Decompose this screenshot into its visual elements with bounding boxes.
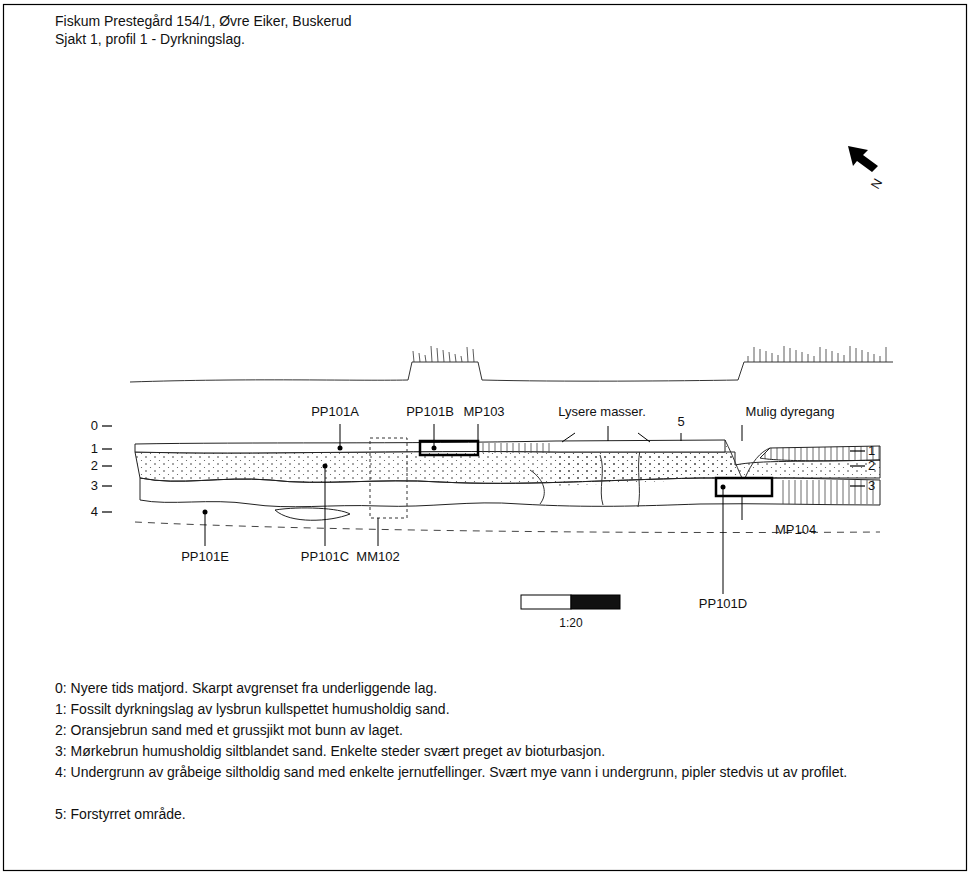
depth-number: 2	[91, 458, 98, 474]
scale-bar	[571, 595, 620, 609]
scale-bar	[521, 595, 571, 609]
depth-number: 3	[91, 478, 98, 494]
sample-label: PP101D	[699, 596, 747, 612]
key-line: 0: Nyere tids matjord. Skarpt avgrenset …	[55, 680, 437, 697]
callout-number: 5	[677, 414, 684, 430]
sample-column	[370, 438, 407, 518]
sample-box	[420, 441, 478, 455]
sample-box	[716, 478, 772, 496]
sample-label: MP103	[463, 404, 504, 420]
scale-label: 1:20	[559, 616, 582, 630]
layer-3-hatch	[778, 480, 878, 504]
key-line: 5: Forstyrret område.	[55, 806, 186, 823]
grass-tufts	[413, 346, 886, 362]
depth-number: 1	[91, 441, 98, 457]
subtitle: Sjakt 1, profil 1 - Dyrkningslag.	[55, 31, 245, 48]
title: Fiskum Prestegård 154/1, Øvre Eiker, Bus…	[55, 13, 351, 30]
depth-number: 2	[868, 458, 875, 474]
sample-label: PP101C	[301, 549, 349, 565]
key-line: 2: Oransjebrun sand med et grussjikt mot…	[55, 722, 403, 739]
lens	[275, 508, 350, 520]
layer-1-right	[760, 446, 880, 461]
sample-label: PP101A	[311, 404, 359, 420]
depth-ticks	[102, 426, 865, 512]
area-label: Mulig dyregang	[746, 404, 835, 420]
key-line: 4: Undergrunn av gråbeige siltholdig san…	[55, 764, 935, 781]
sample-label: PP101E	[181, 549, 229, 565]
depth-number: 4	[91, 504, 98, 520]
layer-1-hatch	[478, 443, 553, 453]
sample-label: PP101B	[406, 404, 454, 420]
sample-points	[203, 446, 726, 515]
sample-label: MP104	[775, 522, 816, 538]
frame	[4, 5, 967, 871]
leader-lines	[205, 424, 742, 594]
ground-surface	[130, 362, 893, 382]
depth-number: 0	[91, 418, 98, 434]
key-line: 1: Fossilt dyrkningslag av lysbrun kulls…	[55, 701, 450, 718]
area-label: Lysere masser.	[558, 404, 646, 420]
key-line: 3: Mørkebrun humusholdig siltblandet san…	[55, 743, 605, 760]
sample-label: MM102	[356, 549, 399, 565]
depth-number: 3	[868, 478, 875, 494]
north-label: N	[868, 176, 886, 192]
north-arrow	[848, 146, 878, 172]
depth-number: 1	[868, 443, 875, 459]
layer-4-boundary	[135, 522, 880, 533]
